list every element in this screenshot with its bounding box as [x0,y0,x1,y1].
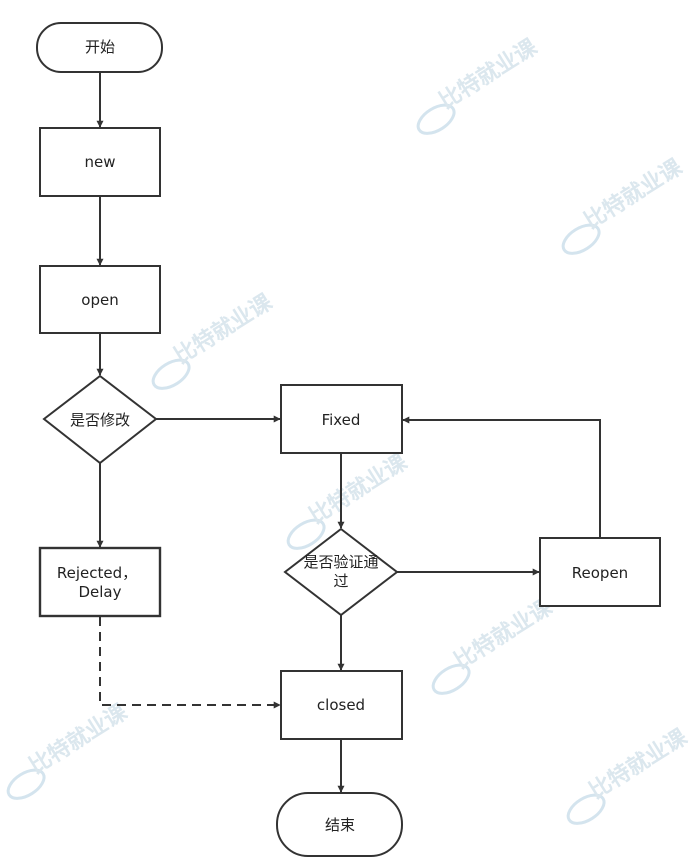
decision-modify-diamond [42,374,158,465]
reopen-label: Reopen [572,564,628,582]
decision-verify-label-line-1: 是否验证通 [303,553,378,571]
watermark-logo-icon [561,223,601,255]
watermark: 比特就业课 [416,34,543,135]
closed-label: closed [317,696,365,714]
open-box [39,265,161,334]
watermark-text: 比特就业课 [585,724,691,805]
fixed-box [280,384,403,454]
watermark-text: 比特就业课 [25,699,133,780]
node-end: 结束 [276,792,403,857]
watermark-text: 比特就业课 [305,449,413,530]
watermark-text: 比特就业课 [580,154,688,235]
edge-rejected-to-closed [99,617,281,709]
decision-verify-label-line-2: 过 [333,572,348,590]
reopen-box [539,537,661,607]
node-open: open [39,265,161,334]
node-new: new [39,127,161,197]
watermark: 比特就业课 [431,594,558,695]
watermark-logo-icon [286,518,326,550]
watermark: 比特就业课 [561,154,688,255]
watermark-logo-icon [566,793,606,825]
new-box [39,127,161,197]
watermark: 比特就业课 [151,289,278,390]
node-rejected: Rejected， Delay [38,546,162,618]
node-decision-verify: 是否验证通 过 [283,527,399,617]
node-start: 开始 [36,22,163,73]
watermark-logo-icon [6,768,46,800]
decision-modify-label: 是否修改 [70,411,130,429]
edges [96,72,601,793]
open-label: open [81,291,118,309]
rejected-box [38,546,162,618]
watermark: 比特就业课 [6,699,133,800]
watermark-text: 比特就业课 [435,34,543,115]
edge-reopen-to-fixed [402,416,601,538]
node-closed: closed [280,670,403,740]
start-terminal [36,22,163,73]
fixed-label: Fixed [322,411,361,429]
watermark-logo-icon [416,103,456,135]
watermark-text: 比特就业课 [170,289,278,370]
rejected-label-line-1: Rejected， [57,564,137,582]
node-reopen: Reopen [539,537,661,607]
watermark-logo-icon [431,663,471,695]
node-fixed: Fixed [280,384,403,454]
watermark: 比特就业课 [566,724,691,825]
closed-box [280,670,403,740]
end-terminal [276,792,403,857]
rejected-label-line-2: Delay [78,583,121,601]
new-label: new [84,153,115,171]
node-decision-modify: 是否修改 [42,374,158,465]
start-label: 开始 [85,38,115,56]
end-label: 结束 [325,816,355,834]
decision-verify-diamond [283,527,399,617]
watermark-logo-icon [151,358,191,390]
